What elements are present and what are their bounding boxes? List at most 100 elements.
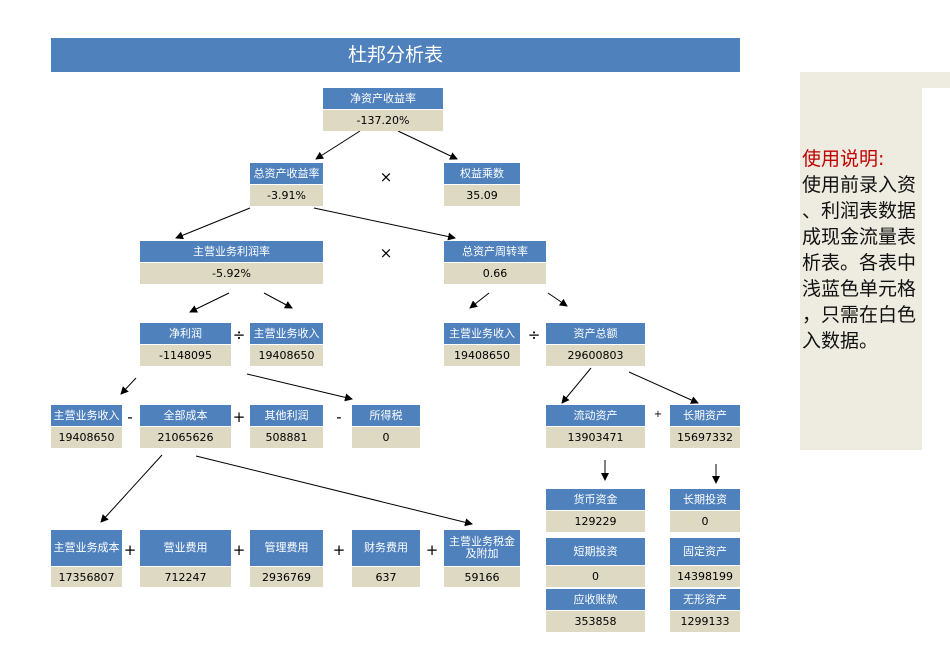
selling-expense-value[interactable]: 712247: [140, 567, 231, 587]
finance-expense-value[interactable]: 637: [352, 567, 420, 587]
note-line: 、利润表数据: [802, 200, 917, 222]
fixed-assets-label: 固定资产: [670, 538, 740, 565]
plus-operator: +: [232, 541, 246, 559]
operating-margin-value[interactable]: -5.92%: [140, 263, 323, 284]
income-tax-label: 所得税: [352, 405, 420, 426]
plus-operator: +: [232, 408, 246, 426]
note-line: ，只需在白色: [802, 304, 917, 326]
note-line: 浅蓝色单元格: [802, 278, 917, 300]
roa-box: 总资产收益率-3.91%: [250, 163, 323, 206]
cost-of-sales-label: 主营业务成本: [51, 530, 122, 566]
net-profit-box: 净利润-1148095: [140, 323, 231, 366]
long-term-assets-label: 长期资产: [670, 405, 740, 426]
receivables-label: 应收账款: [546, 589, 645, 610]
panel-overlap: [922, 88, 950, 450]
net-profit-value[interactable]: -1148095: [140, 345, 231, 366]
roa-label: 总资产收益率: [250, 163, 323, 184]
plus-operator: +: [332, 541, 346, 559]
revenue-b-value[interactable]: 19408650: [444, 345, 520, 366]
long-investment-value[interactable]: 0: [670, 511, 740, 532]
total-cost-label: 全部成本: [140, 405, 231, 426]
page-title: 杜邦分析表: [51, 38, 740, 72]
roe-label: 净资产收益率: [323, 88, 443, 109]
revenue-a-value[interactable]: 19408650: [250, 345, 323, 366]
revenue-c-value[interactable]: 19408650: [51, 427, 122, 448]
admin-expense-label: 管理费用: [250, 530, 323, 566]
roe-box: 净资产收益率-137.20%: [323, 88, 443, 131]
cash-label: 货币资金: [546, 489, 645, 510]
minus-operator: -: [336, 408, 342, 426]
total-assets-label: 资产总额: [546, 323, 645, 344]
current-assets-value[interactable]: 13903471: [546, 427, 645, 448]
note-line: 使用前录入资: [802, 174, 917, 196]
current-assets-label: 流动资产: [546, 405, 645, 426]
long-term-assets-value[interactable]: 15697332: [670, 427, 740, 448]
intangible-assets-label: 无形资产: [670, 589, 740, 610]
receivables-value[interactable]: 353858: [546, 611, 645, 632]
equity-multiplier-value[interactable]: 35.09: [444, 185, 520, 206]
minus-operator: -: [127, 408, 133, 426]
revenue-b-label: 主营业务收入: [444, 323, 520, 344]
instructions-note: 使用说明: 使用前录入资 、利润表数据 成现金流量表 析表。各表中 浅蓝色单元格…: [802, 146, 922, 354]
finance-expense-label: 财务费用: [352, 530, 420, 566]
selling-expense-label: 营业费用: [140, 530, 231, 566]
other-profit-value[interactable]: 508881: [250, 427, 323, 448]
revenue-c-label: 主营业务收入: [51, 405, 122, 426]
sales-tax-label: 主营业务税金及附加: [444, 530, 520, 566]
other-profit-label: 其他利润: [250, 405, 323, 426]
operating-margin-box: 主营业务利润率-5.92%: [140, 241, 323, 284]
intangible-assets-value[interactable]: 1299133: [670, 611, 740, 632]
fixed-assets-value[interactable]: 14398199: [670, 566, 740, 587]
short-investment-label: 短期投资: [546, 538, 645, 565]
income-tax-value[interactable]: 0: [352, 427, 420, 448]
revenue-a-label: 主营业务收入: [250, 323, 323, 344]
total-assets-value[interactable]: 29600803: [546, 345, 645, 366]
admin-expense-value[interactable]: 2936769: [250, 567, 323, 587]
asset-turnover-label: 总资产周转率: [444, 241, 546, 262]
total-cost-value[interactable]: 21065626: [140, 427, 231, 448]
equity-multiplier-label: 权益乘数: [444, 163, 520, 184]
cash-value[interactable]: 129229: [546, 511, 645, 532]
operating-margin-label: 主营业务利润率: [140, 241, 323, 262]
net-profit-label: 净利润: [140, 323, 231, 344]
divide-operator: ÷: [527, 326, 541, 344]
divide-operator: ÷: [232, 326, 246, 344]
long-investment-label: 长期投资: [670, 489, 740, 510]
sales-tax-value[interactable]: 59166: [444, 567, 520, 587]
times-operator: ×: [379, 244, 393, 262]
plus-operator: +: [123, 541, 137, 559]
times-operator: ×: [379, 168, 393, 186]
cost-of-sales-value[interactable]: 17356807: [51, 567, 122, 587]
note-line: 成现金流量表: [802, 226, 917, 248]
roa-value[interactable]: -3.91%: [250, 185, 323, 206]
asset-turnover-value[interactable]: 0.66: [444, 263, 546, 284]
roe-value[interactable]: -137.20%: [323, 110, 443, 131]
note-line: 析表。各表中: [802, 252, 917, 274]
plus-operator: +: [425, 541, 439, 559]
plus-operator: +: [653, 409, 663, 420]
short-investment-value[interactable]: 0: [546, 566, 645, 587]
note-line: 入数据。: [802, 330, 879, 352]
